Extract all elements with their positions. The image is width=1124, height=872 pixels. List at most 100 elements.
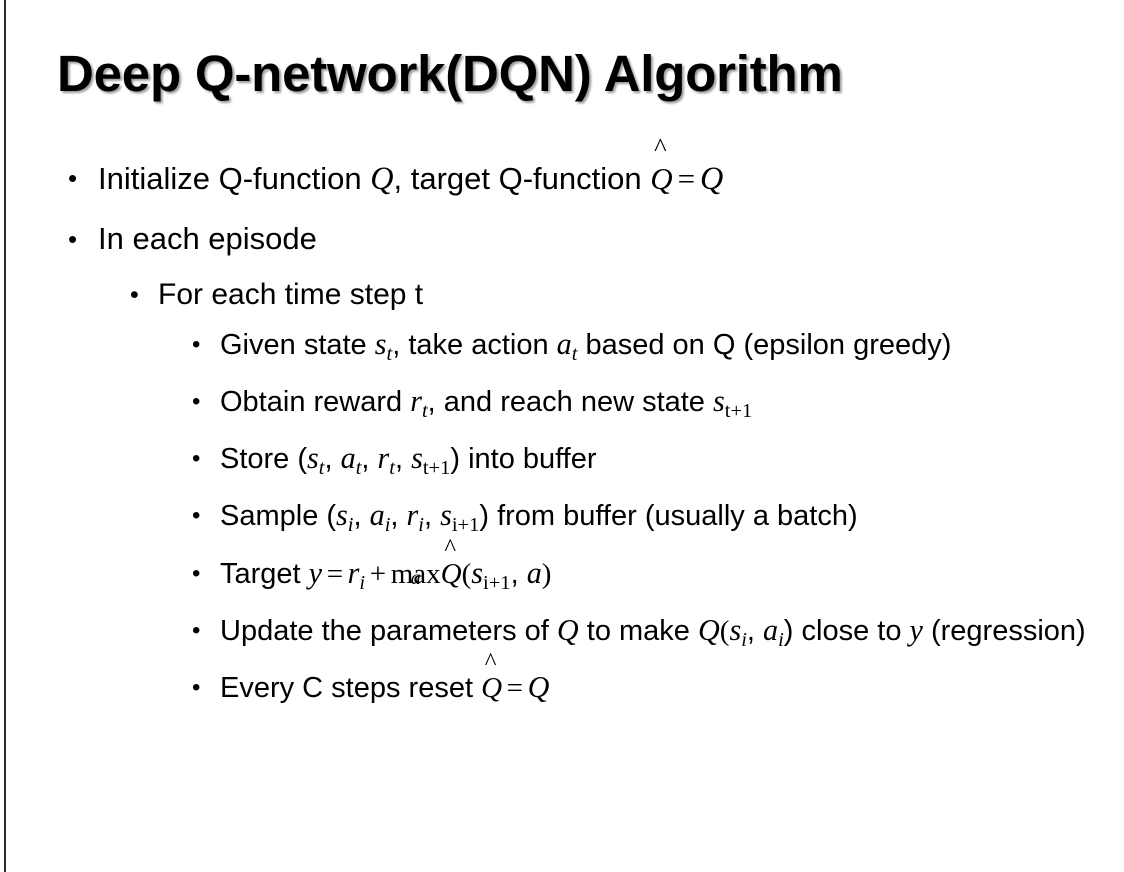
math-subscript: t+1 bbox=[422, 457, 451, 480]
text-fragment: ( bbox=[461, 557, 472, 590]
list-item-text: Store (st, at, rt, st+1) into buffer bbox=[220, 435, 1100, 492]
math-base: r bbox=[377, 441, 390, 476]
list-item-text: Update the parameters of Q to make Q(si,… bbox=[220, 607, 1100, 664]
math-base: Q bbox=[481, 671, 503, 704]
bullet-icon: • bbox=[68, 163, 78, 193]
text-fragment: based on Q (epsilon greedy) bbox=[577, 329, 952, 361]
bullet-icon: • bbox=[130, 281, 139, 309]
math-subscript: t+1 bbox=[724, 400, 753, 423]
math-var-s: si bbox=[729, 612, 746, 651]
text-fragment: Initialize Q-function bbox=[98, 161, 371, 196]
math-base: a bbox=[369, 498, 385, 533]
hat-accent: ^ bbox=[444, 534, 457, 562]
list-item-text: Obtain reward rt, and reach new state st… bbox=[220, 378, 1100, 435]
text-fragment: , bbox=[394, 443, 412, 476]
math-subscript: t bbox=[355, 457, 362, 480]
math-var-q-hat: ^Q bbox=[650, 134, 672, 209]
list-item-initialize: • Initialize Q-function Q, target Q-func… bbox=[0, 134, 1124, 209]
math-base: r bbox=[347, 555, 360, 590]
list-item-sample-batch: • Sample (si, ai, ri, si+1) from buffer … bbox=[0, 492, 1124, 549]
math-var-q: Q bbox=[556, 612, 579, 647]
math-operator-max-underscript: a bbox=[410, 566, 421, 589]
hat-accent: ^ bbox=[484, 648, 497, 676]
list-item-store-transition: • Store (st, at, rt, st+1) into buffer bbox=[0, 435, 1124, 492]
math-var-a: ai bbox=[763, 612, 784, 651]
text-fragment: , bbox=[324, 443, 341, 476]
text-fragment: to make bbox=[578, 614, 698, 647]
math-base: Q bbox=[440, 557, 462, 590]
math-base: r bbox=[406, 498, 419, 533]
bullet-icon: • bbox=[192, 673, 201, 701]
bullet-icon: • bbox=[192, 331, 201, 358]
math-subscript: i bbox=[741, 628, 747, 651]
math-var-r: ri bbox=[406, 498, 424, 536]
math-base: r bbox=[410, 384, 422, 419]
text-fragment: ) from buffer (usually a batch) bbox=[479, 500, 858, 533]
math-var-q-hat: ^Q bbox=[440, 536, 462, 598]
math-subscript: i bbox=[778, 628, 784, 651]
list-item-given-state: • Given state st, take action at based o… bbox=[0, 321, 1124, 378]
math-var-s-next: st+1 bbox=[713, 384, 752, 422]
math-var-a: at bbox=[341, 441, 362, 479]
math-operator-plus: + bbox=[369, 557, 387, 590]
list-item-for-each-time-step: • For each time step t bbox=[0, 269, 1124, 321]
text-fragment: ) bbox=[541, 557, 552, 590]
text-fragment: , and reach new state bbox=[427, 386, 713, 419]
math-var-r: rt bbox=[410, 384, 427, 422]
bullet-icon: • bbox=[192, 388, 201, 416]
math-subscript: i bbox=[418, 514, 424, 537]
math-var-s-next: si+1 bbox=[440, 498, 479, 536]
text-fragment: , bbox=[423, 500, 441, 533]
text-fragment: Every C steps reset bbox=[220, 671, 482, 704]
math-operator-equals: = bbox=[677, 161, 696, 196]
math-var-s: st bbox=[374, 327, 392, 365]
text-fragment: , bbox=[361, 443, 378, 476]
text-fragment: , bbox=[353, 500, 370, 533]
math-subscript: t bbox=[318, 457, 325, 480]
math-subscript: i+1 bbox=[451, 514, 480, 537]
math-subscript: t bbox=[389, 457, 395, 480]
text-fragment: , bbox=[746, 614, 764, 647]
math-base: s bbox=[713, 384, 725, 419]
math-var-s: st bbox=[307, 441, 324, 479]
text-fragment: Given state bbox=[220, 329, 375, 361]
math-operator-max-label: max bbox=[390, 557, 441, 590]
math-base: s bbox=[374, 327, 387, 361]
math-base: s bbox=[471, 555, 484, 590]
hat-accent: ^ bbox=[654, 132, 667, 163]
list-item-obtain-reward: • Obtain reward rt, and reach new state … bbox=[0, 378, 1124, 435]
page-title: Deep Q-network(DQN) Algorithm bbox=[57, 45, 843, 102]
bullet-icon: • bbox=[192, 445, 201, 473]
text-fragment: , bbox=[390, 500, 407, 533]
list-item-in-each-episode: • In each episode bbox=[0, 209, 1124, 269]
math-subscript: i bbox=[359, 571, 366, 594]
text-fragment: ) into buffer bbox=[450, 443, 597, 476]
math-var-y: y bbox=[909, 612, 923, 647]
math-base: a bbox=[763, 612, 779, 647]
math-base: s bbox=[411, 441, 423, 476]
list-item-text: Sample (si, ai, ri, si+1) from buffer (u… bbox=[220, 492, 1100, 549]
math-base: s bbox=[729, 612, 742, 647]
math-base: s bbox=[336, 498, 348, 533]
text-fragment: Target bbox=[220, 557, 309, 590]
math-var-q-hat: ^Q bbox=[481, 650, 503, 712]
math-operator-equals: = bbox=[326, 557, 344, 590]
list-item-text: For each time step t bbox=[158, 278, 424, 311]
text-fragment: Obtain reward bbox=[220, 386, 411, 419]
math-base: a bbox=[556, 327, 572, 361]
bullet-icon: • bbox=[68, 224, 78, 254]
math-var-a: at bbox=[556, 327, 578, 365]
math-var-q: Q bbox=[700, 160, 724, 196]
math-var-r: rt bbox=[377, 441, 395, 479]
list-item-update-parameters: • Update the parameters of Q to make Q(s… bbox=[0, 607, 1124, 664]
math-var-a: a bbox=[526, 555, 542, 590]
text-fragment: Update the parameters of bbox=[220, 614, 557, 647]
math-subscript: t bbox=[421, 400, 428, 423]
list-item-text: In each episode bbox=[98, 221, 317, 256]
slide-body: • Initialize Q-function Q, target Q-func… bbox=[0, 134, 1124, 712]
math-var-q: Q bbox=[527, 669, 550, 704]
